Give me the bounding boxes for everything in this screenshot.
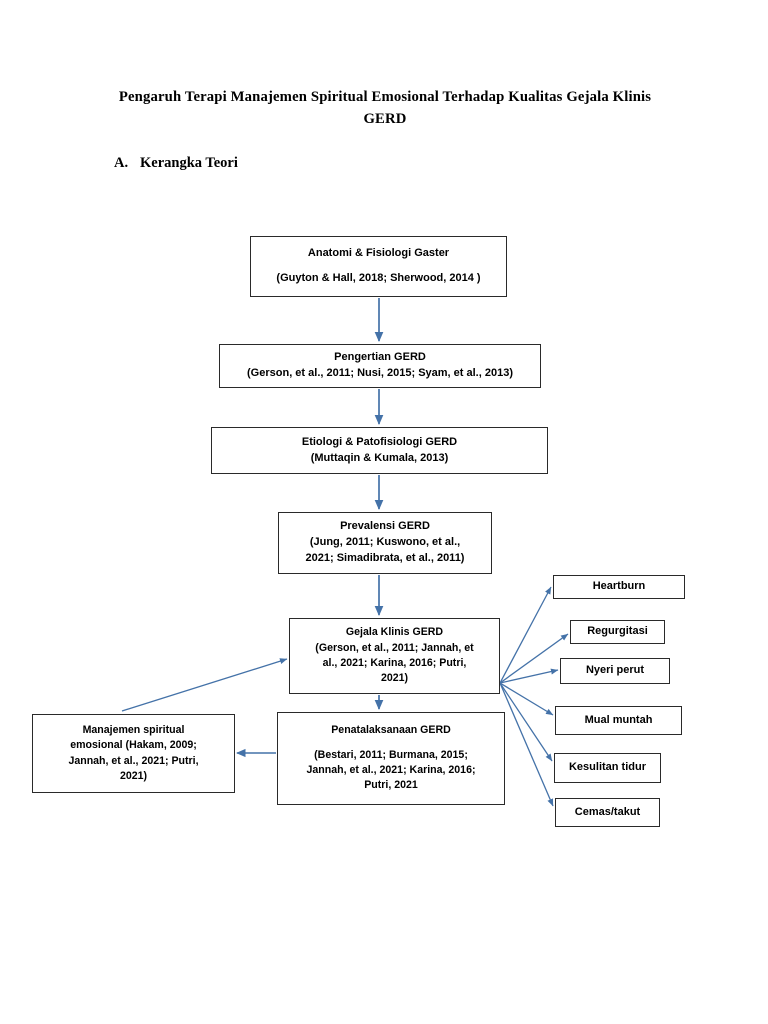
node-prevalensi-citation-line-2: 2021; Simadibrata, et al., 2011) — [305, 551, 465, 564]
node-symptom-regurgitasi[interactable]: Regurgitasi — [570, 620, 665, 644]
edge-gejala-regurgitasi — [499, 633, 569, 684]
node-penatalaksanaan-citation-line-3: Putri, 2021 — [364, 779, 418, 792]
edge-gejala-nyeri-perut — [499, 668, 559, 684]
node-symptom-heartburn[interactable]: Heartburn — [553, 575, 685, 599]
page-title: Pengaruh Terapi Manajemen Spiritual Emos… — [96, 86, 674, 130]
page-title-line-1: Pengaruh Terapi Manajemen Spiritual Emos… — [118, 89, 652, 105]
page-title-line-2: GERD — [363, 111, 407, 128]
node-symptom-cemas-takut[interactable]: Cemas/takut — [555, 798, 660, 827]
node-manajemen-spiritual-emosional[interactable]: Manajemen spiritual emosional (Hakam, 20… — [32, 714, 235, 793]
node-gejala-heading: Gejala Klinis GERD — [345, 626, 444, 639]
section-letter: A. — [114, 155, 129, 171]
node-pengertian-citation: (Gerson, et al., 2011; Nusi, 2015; Syam,… — [247, 367, 513, 379]
node-etiologi-citation: (Muttaqin & Kumala, 2013) — [310, 451, 449, 464]
node-manajemen-line-4: 2021) — [119, 769, 148, 782]
node-penatalaksanaan-citation-line-1: (Bestari, 2011; Burmana, 2015; — [314, 748, 468, 761]
edge-gejala-heartburn — [499, 586, 552, 684]
node-etiologi-patofisiologi-gerd[interactable]: Etiologi & Patofisiologi GERD (Muttaqin … — [211, 427, 548, 474]
node-manajemen-line-2: emosional (Hakam, 2009; — [70, 739, 197, 752]
node-penatalaksanaan-citation-line-2: Jannah, et al., 2021; Karina, 2016; — [306, 764, 476, 776]
node-anatomi-fisiologi-gaster[interactable]: Anatomi & Fisiologi Gaster (Guyton & Hal… — [250, 236, 507, 297]
node-symptom-nyeri-perut[interactable]: Nyeri perut — [560, 658, 670, 684]
node-anatomi-heading: Anatomi & Fisiologi Gaster — [307, 247, 450, 260]
node-gejala-citation-line-3: 2021) — [380, 672, 409, 685]
node-symptom-mual-muntah-label: Mual muntah — [584, 713, 653, 726]
node-gejala-klinis-gerd[interactable]: Gejala Klinis GERD (Gerson, et al., 2011… — [289, 618, 500, 694]
node-symptom-cemas-takut-label: Cemas/takut — [574, 805, 641, 818]
node-manajemen-line-1: Manajemen spiritual — [82, 723, 185, 736]
node-gejala-citation-line-2: al., 2021; Karina, 2016; Putri, — [322, 657, 467, 669]
node-symptom-nyeri-perut-label: Nyeri perut — [585, 664, 645, 677]
node-symptom-heartburn-label: Heartburn — [592, 580, 646, 593]
node-penatalaksanaan-heading: Penatalaksanaan GERD — [331, 724, 451, 737]
edge-gejala-cemas-takut — [499, 682, 554, 807]
node-prevalensi-gerd[interactable]: Prevalensi GERD (Jung, 2011; Kuswono, et… — [278, 512, 492, 574]
node-etiologi-heading: Etiologi & Patofisiologi GERD — [301, 435, 458, 448]
node-symptom-mual-muntah[interactable]: Mual muntah — [555, 706, 682, 735]
edge-gejala-mual-muntah — [499, 682, 554, 716]
node-prevalensi-citation-line-1: (Jung, 2011; Kuswono, et al., — [309, 536, 461, 549]
edge-gejala-kesulitan-tidur — [499, 682, 553, 762]
node-gejala-citation-line-1: (Gerson, et al., 2011; Jannah, et — [315, 641, 474, 654]
edge-manajemen-gejala — [121, 658, 288, 712]
node-penatalaksanaan-gerd[interactable]: Penatalaksanaan GERD (Bestari, 2011; Bur… — [277, 712, 505, 805]
node-pengertian-gerd[interactable]: Pengertian GERD (Gerson, et al., 2011; N… — [219, 344, 541, 388]
node-pengertian-heading: Pengertian GERD — [334, 351, 426, 364]
node-anatomi-citation: (Guyton & Hall, 2018; Sherwood, 2014 ) — [276, 272, 481, 284]
node-symptom-regurgitasi-label: Regurgitasi — [587, 625, 648, 638]
node-symptom-kesulitan-tidur[interactable]: Kesulitan tidur — [554, 753, 661, 783]
section-title: Kerangka Teori — [140, 155, 238, 171]
section-heading: A. Kerangka Teori — [114, 155, 414, 172]
node-symptom-kesulitan-tidur-label: Kesulitan tidur — [568, 761, 646, 774]
node-prevalensi-heading: Prevalensi GERD — [340, 520, 430, 533]
node-manajemen-line-3: Jannah, et al., 2021; Putri, — [68, 754, 199, 767]
